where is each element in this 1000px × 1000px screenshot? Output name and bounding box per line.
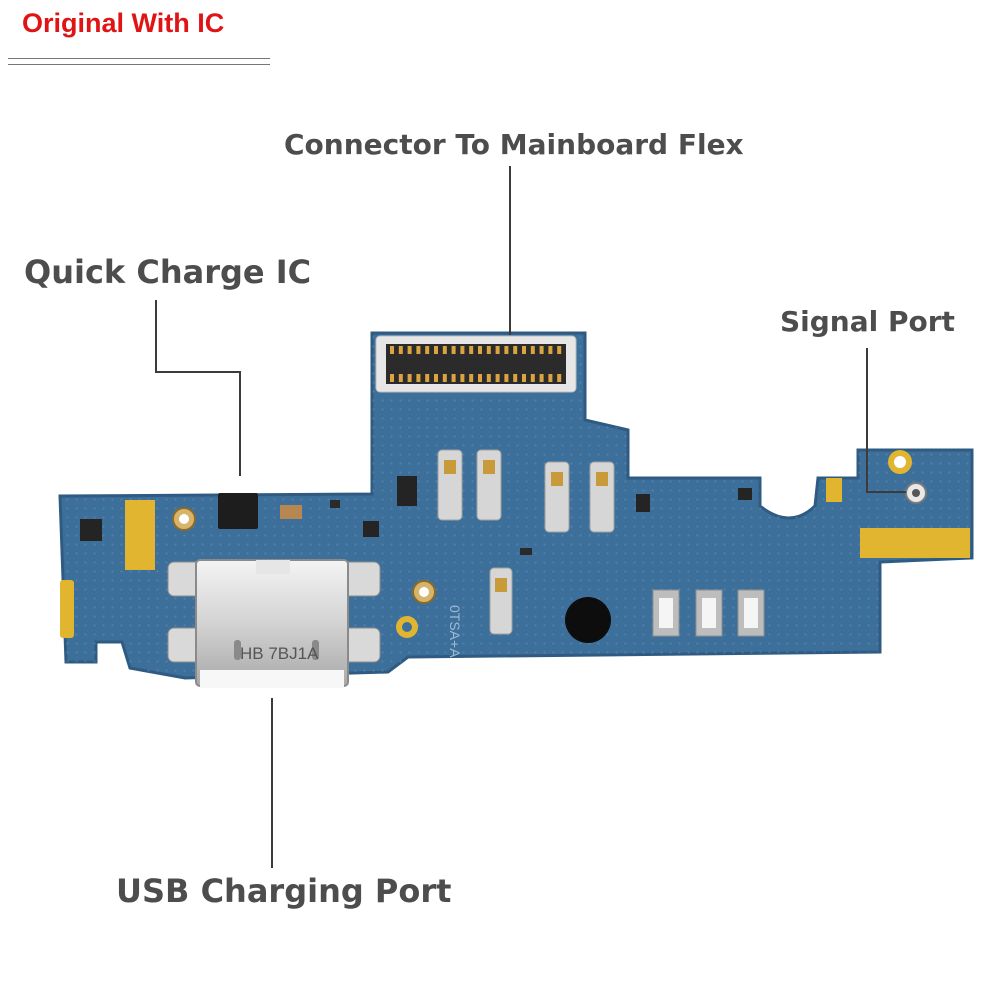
- badge-underline-top: [8, 58, 270, 59]
- quick-charge-ic: [218, 493, 258, 529]
- original-with-ic-badge: Original With IC: [22, 8, 225, 38]
- microphone: [565, 597, 611, 643]
- side-marking: 0TSA+A: [447, 605, 463, 658]
- signal-port-label: Signal Port: [780, 305, 955, 338]
- connector-to-mainboard-flex-label: Connector To Mainboard Flex: [284, 128, 744, 161]
- quick-charge-ic-label: Quick Charge IC: [24, 253, 312, 291]
- usb-charging-port-label: USB Charging Port: [116, 872, 452, 910]
- usb-marking: HB 7BJ1A: [240, 644, 319, 663]
- usb-port: [167, 559, 381, 688]
- badge-underline-bottom: [8, 64, 270, 65]
